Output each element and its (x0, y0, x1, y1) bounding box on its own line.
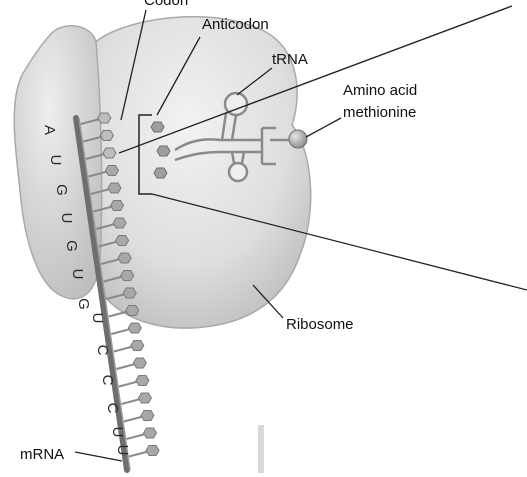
mrna-base-12: U (114, 445, 131, 456)
nucleotide-knob (144, 428, 157, 438)
mrna-base-11: U (109, 427, 126, 438)
mrna-base-7: U (89, 313, 106, 324)
nucleotide-stub (119, 382, 138, 387)
anticodon-knob (154, 168, 167, 178)
nucleotide-knob (98, 113, 111, 123)
ribosome-label: Ribosome (286, 316, 354, 333)
nucleotide-knob (116, 236, 129, 246)
trna-label: tRNA (272, 51, 308, 68)
anticodon-knob (151, 122, 164, 132)
nucleotide-knob (138, 393, 151, 403)
codon-label: Codon (144, 0, 188, 9)
anticodon-label: Anticodon (202, 16, 269, 33)
anticodon-knob (157, 146, 170, 156)
nucleotide-knob (126, 306, 139, 316)
nucleotide-knob (146, 446, 159, 456)
mrna-base-4: G (63, 240, 80, 252)
nucleotide-knob (131, 341, 144, 351)
nucleotide-knob (105, 166, 118, 176)
mrna-base-3: U (58, 213, 75, 224)
nucleotide-knob (136, 376, 149, 386)
methionine-ball (289, 130, 307, 148)
nucleotide-knob (133, 358, 146, 368)
nucleotide-stub (116, 364, 135, 369)
nucleotide-knob (111, 201, 124, 211)
nucleotide-knob (103, 148, 116, 158)
mrna-base-5: U (69, 269, 86, 280)
mrna-base-9: C (99, 375, 116, 386)
nucleotide-stub (114, 347, 133, 352)
mrna-base-1: U (47, 155, 64, 166)
mrna-base-8: C (94, 345, 111, 356)
nucleotide-knob (128, 323, 141, 333)
nucleotide-knob (108, 183, 121, 193)
nucleotide-knob (121, 271, 134, 281)
amino-acid-label-line1: Amino acid (343, 82, 417, 99)
mrna-base-10: C (104, 403, 121, 414)
nucleotide-stub (124, 417, 143, 422)
nucleotide-knob (100, 131, 113, 141)
mrna-label: mRNA (20, 446, 64, 463)
nucleotide-stub (121, 399, 140, 404)
mrna-base-2: G (53, 184, 70, 196)
nucleotide-stub (127, 434, 146, 439)
amino-acid-label-line2: methionine (343, 104, 416, 121)
mrna-base-6: G (75, 298, 92, 310)
nucleotide-knob (118, 253, 131, 263)
nucleotide-knob (113, 218, 126, 228)
decorative-bar (258, 425, 264, 473)
nucleotide-knob (141, 411, 154, 421)
mrna-base-0: A (41, 125, 58, 135)
nucleotide-stub (111, 329, 130, 334)
nucleotide-knob (123, 288, 136, 298)
